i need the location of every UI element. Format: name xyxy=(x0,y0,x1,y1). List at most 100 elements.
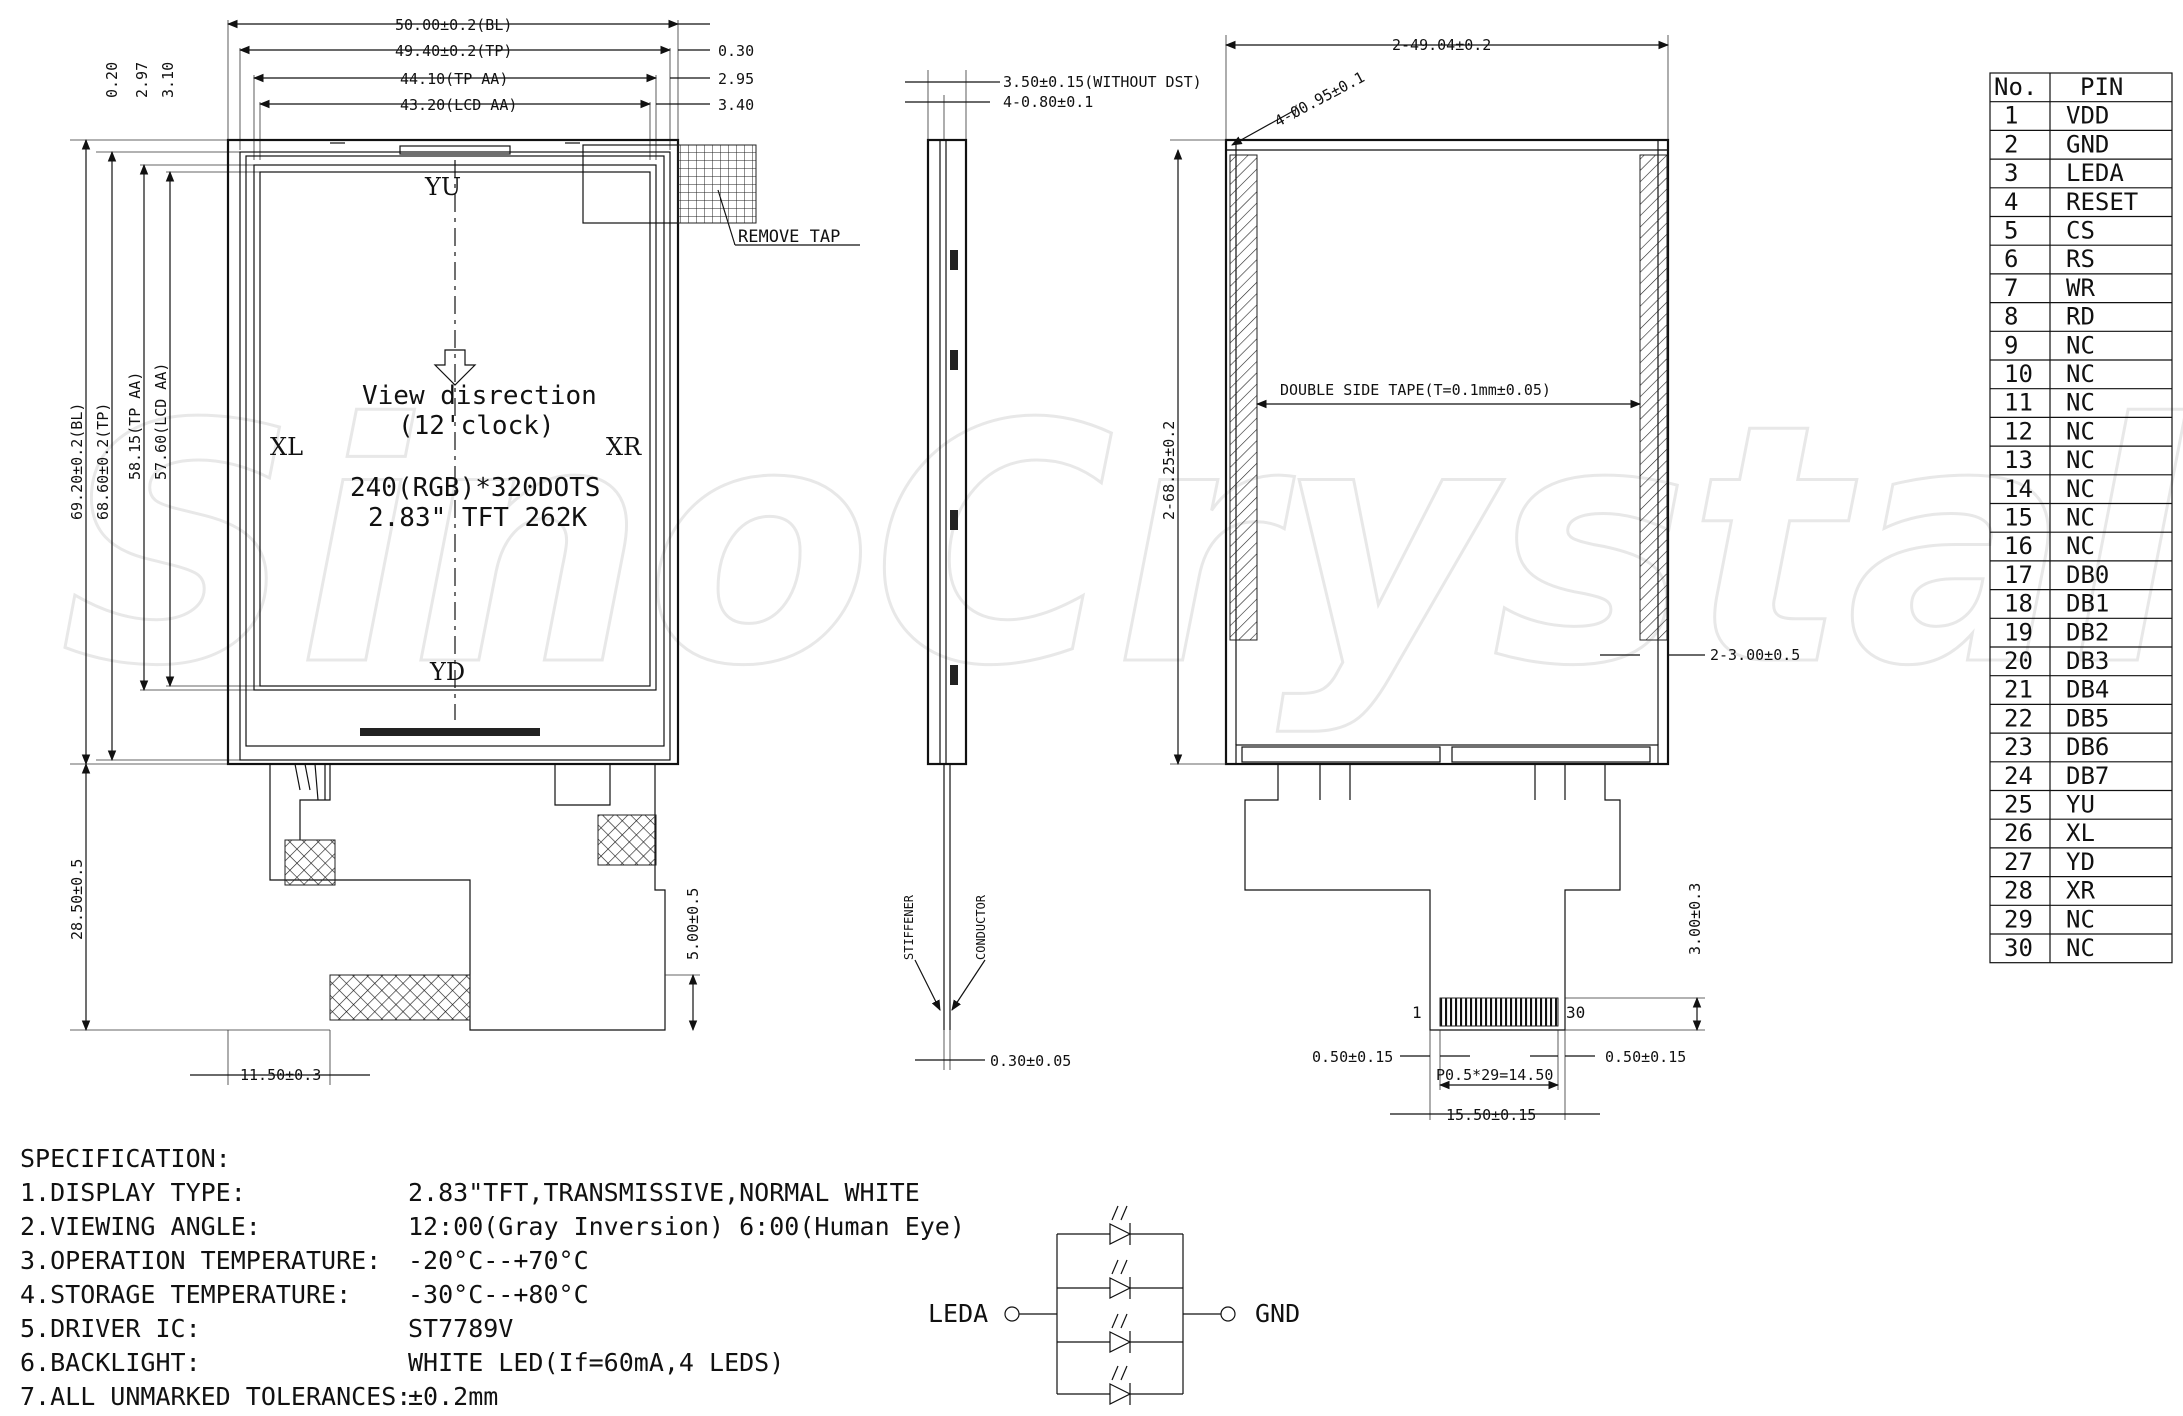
pin-header-no: No. xyxy=(1994,73,2037,101)
pin-name: NC xyxy=(2066,532,2095,560)
pin-number: 23 xyxy=(2004,733,2033,761)
dim-thickness: 3.50±0.15(WITHOUT DST) xyxy=(1003,73,1202,91)
pin-number: 3 xyxy=(2004,159,2018,187)
pin-number: 17 xyxy=(2004,561,2033,589)
dim-tp-aa-height: 58.15(TP AA) xyxy=(126,372,144,480)
pin-name: DB4 xyxy=(2066,676,2109,704)
dim-fpc-height: 28.50±0.5 xyxy=(68,859,86,940)
pin-number: 19 xyxy=(2004,618,2033,646)
spec-label-6: 6.BACKLIGHT: xyxy=(20,1348,201,1377)
spec-label-4: 4.STORAGE TEMPERATURE: xyxy=(20,1280,351,1309)
view-direction: View disrection xyxy=(362,381,597,411)
pin-last-label: 30 xyxy=(1566,1003,1585,1022)
dim-hole: 4-Ø0.95±0.1 xyxy=(1271,68,1367,131)
pin-name: NC xyxy=(2066,446,2095,474)
pin-name: NC xyxy=(2066,417,2095,445)
pin-name: XL xyxy=(2066,819,2095,847)
dim-left-top-3: 3.10 xyxy=(159,62,177,98)
spec-value-3: -20°C--+70°C xyxy=(408,1246,589,1275)
pin-name: CS xyxy=(2066,217,2095,245)
spec-value-4: -30°C--+80°C xyxy=(408,1280,589,1309)
circuit-gnd-label: GND xyxy=(1255,1299,1300,1328)
spec-label-3: 3.OPERATION TEMPERATURE: xyxy=(20,1246,381,1275)
circuit-leda-label: LEDA xyxy=(928,1299,988,1328)
pin-name: VDD xyxy=(2066,102,2109,130)
dim-right-2: 2.95 xyxy=(718,70,754,88)
pin-number: 28 xyxy=(2004,877,2033,905)
pin-number: 30 xyxy=(2004,934,2033,962)
pin-name: DB5 xyxy=(2066,704,2109,732)
dim-tp-height: 68.60±0.2(TP) xyxy=(94,403,112,520)
led-diode xyxy=(1057,1259,1183,1299)
pin-number: 26 xyxy=(2004,819,2033,847)
pin-number: 13 xyxy=(2004,446,2033,474)
pin-number: 14 xyxy=(2004,475,2033,503)
label-yd: YD xyxy=(429,658,465,686)
spec-title: SPECIFICATION: xyxy=(20,1144,231,1173)
pin-number: 2 xyxy=(2004,130,2018,158)
spec-value-7: ±0.2mm xyxy=(408,1382,498,1411)
pin-table-frame xyxy=(1989,72,2173,964)
dim-edge-left: 0.50±0.15 xyxy=(1312,1048,1393,1066)
dim-lcd-aa-width: 43.20(LCD AA) xyxy=(400,96,517,114)
pin-number: 20 xyxy=(2004,647,2033,675)
pin-name: NC xyxy=(2066,934,2095,962)
spec-value-5: ST7789V xyxy=(408,1314,513,1343)
pin-name: XR xyxy=(2066,877,2095,905)
spec-label-5: 5.DRIVER IC: xyxy=(20,1314,201,1343)
led-circuit: LEDA GND xyxy=(928,1205,1300,1405)
pin-name: RESET xyxy=(2066,188,2138,216)
pin-number: 5 xyxy=(2004,217,2018,245)
specification: SPECIFICATION: 1.DISPLAY TYPE: 2.83"TFT,… xyxy=(20,1144,965,1411)
spec-label-7: 7.ALL UNMARKED TOLERANCES: xyxy=(20,1382,411,1411)
pin-name: DB1 xyxy=(2066,590,2109,618)
spec-value-6: WHITE LED(If=60mA,4 LEDS) xyxy=(408,1348,784,1377)
pin-number: 12 xyxy=(2004,417,2033,445)
dim-glass: 4-0.80±0.1 xyxy=(1003,93,1093,111)
pin-name: NC xyxy=(2066,331,2095,359)
pin-name: NC xyxy=(2066,360,2095,388)
pin-number: 15 xyxy=(2004,504,2033,532)
pin-name: NC xyxy=(2066,905,2095,933)
dim-left-top-1: 0.20 xyxy=(103,62,121,98)
pin-number: 10 xyxy=(2004,360,2033,388)
spec-value-2: 12:00(Gray Inversion) 6:00(Human Eye) xyxy=(408,1212,965,1241)
led-diode xyxy=(1057,1205,1183,1245)
dim-pitch: P0.5*29=14.50 xyxy=(1436,1066,1553,1084)
pin-name: GND xyxy=(2066,130,2109,158)
pin-name: RD xyxy=(2066,303,2095,331)
pin-number: 16 xyxy=(2004,532,2033,560)
pin-name: RS xyxy=(2066,245,2095,273)
pin-name: DB3 xyxy=(2066,647,2109,675)
pin-name: NC xyxy=(2066,504,2095,532)
side-view: 3.50±0.15(WITHOUT DST) 4-0.80±0.1 STIFFE… xyxy=(902,70,1202,1070)
pin-number: 4 xyxy=(2004,188,2018,216)
pin-name: YD xyxy=(2066,848,2095,876)
pin-name: DB6 xyxy=(2066,733,2109,761)
label-xl: XL xyxy=(270,433,303,461)
stiffener-label: STIFFENER xyxy=(902,894,916,960)
pin-name: WR xyxy=(2066,274,2095,302)
pin-first-label: 1 xyxy=(1412,1003,1422,1022)
dim-tape-width: 2-3.00±0.5 xyxy=(1710,646,1800,664)
dim-edge-right: 0.50±0.15 xyxy=(1605,1048,1686,1066)
dim-right-1: 0.30 xyxy=(718,42,754,60)
pin-number: 22 xyxy=(2004,704,2033,732)
back-view: 2-49.04±0.2 4-Ø0.95±0.1 DOUBLE SIDE TAPE… xyxy=(1160,35,1800,1124)
clock-direction: (12'clock) xyxy=(398,411,555,441)
led-diode xyxy=(1057,1313,1183,1353)
pin-number: 6 xyxy=(2004,245,2018,273)
pin-number: 25 xyxy=(2004,791,2033,819)
pin-name: YU xyxy=(2066,791,2095,819)
dim-left-top-2: 2.97 xyxy=(133,62,151,98)
conductor-label: CONDUCTOR xyxy=(974,894,988,960)
pin-name: NC xyxy=(2066,475,2095,503)
pin-number: 27 xyxy=(2004,848,2033,876)
pin-name: DB0 xyxy=(2066,561,2109,589)
dim-fpc-offset: 11.50±0.3 xyxy=(240,1066,321,1084)
pin-number: 9 xyxy=(2004,331,2018,359)
spec-value-1: 2.83"TFT,TRANSMISSIVE,NORMAL WHITE xyxy=(408,1178,920,1207)
led-diode xyxy=(1057,1365,1183,1405)
